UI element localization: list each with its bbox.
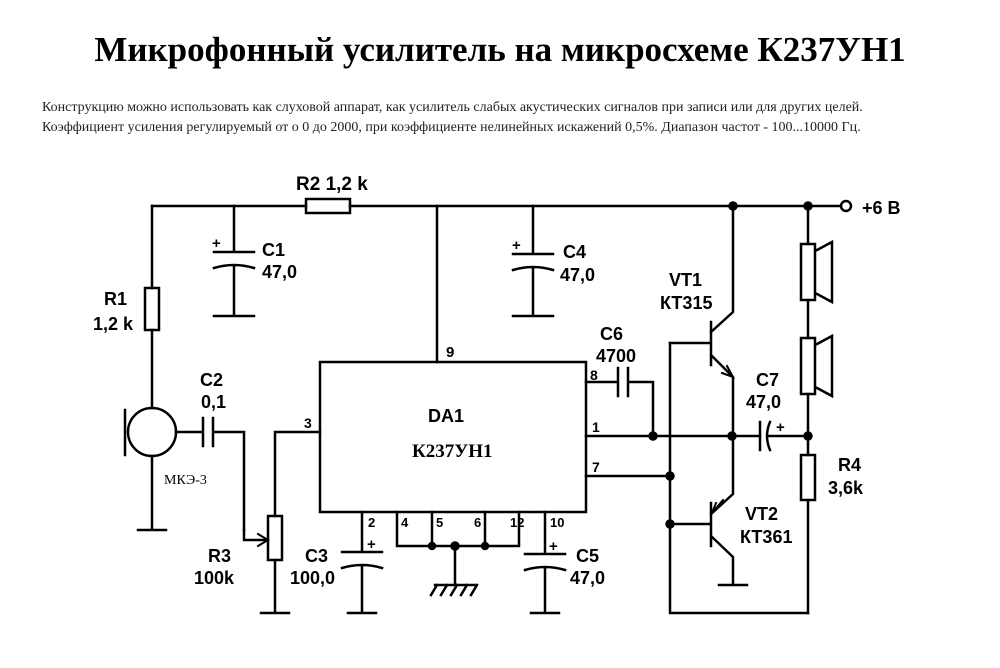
- description-line-2: Коэффициент усиления регулируемый от о 0…: [42, 120, 861, 135]
- c1-plus: +: [212, 235, 221, 252]
- r1-ref: R1: [104, 289, 127, 309]
- junction: [450, 541, 460, 551]
- r3-ref: R3: [208, 546, 231, 566]
- r4-ref: R4: [838, 455, 861, 475]
- c5-value: 47,0: [570, 568, 605, 588]
- transistor-vt1: [668, 204, 735, 438]
- description: Конструкцию можно использовать как слухо…: [42, 98, 982, 138]
- vt1-emitter-arrow: [720, 364, 736, 379]
- pin5-label: 5: [436, 515, 443, 530]
- r4-value: 3,6k: [828, 478, 864, 498]
- microphone: [126, 406, 178, 458]
- r2-label: R2 1,2 k: [296, 174, 368, 195]
- ic-type: К237УН1: [412, 441, 493, 462]
- supply-label: +6 В: [862, 198, 901, 218]
- pin2-label: 2: [368, 515, 375, 530]
- resistor-r2: [304, 197, 352, 215]
- wire-pin3: [273, 430, 322, 518]
- resistor-r1: [143, 286, 161, 332]
- pin1-label: 1: [592, 419, 600, 435]
- junction: [648, 431, 658, 441]
- vt1-ref: VT1: [669, 270, 702, 290]
- capacitor-c7: [758, 420, 810, 452]
- c5-ref: C5: [576, 546, 599, 566]
- junction: [665, 519, 675, 529]
- ic-da1: [318, 360, 588, 514]
- vt2-ref: VT2: [745, 504, 778, 524]
- c5-plus: +: [549, 538, 558, 555]
- wire-mic-ground: [136, 454, 168, 532]
- c7-plus: +: [776, 419, 785, 436]
- capacitor-c1: [212, 204, 256, 318]
- c3-plus: +: [367, 536, 376, 553]
- base-bus: [668, 341, 810, 615]
- supply-terminal: [839, 199, 853, 213]
- c1-ref: C1: [262, 240, 285, 260]
- junction: [803, 201, 813, 211]
- junction: [803, 431, 813, 441]
- headphone-1: [799, 242, 817, 302]
- capacitor-c2: [174, 416, 246, 532]
- pin12-label: 12: [510, 515, 524, 530]
- pin8-label: 8: [590, 367, 598, 383]
- c3-value: 100,0: [290, 568, 335, 588]
- pin3-label: 3: [304, 415, 312, 431]
- chassis-ground: [429, 583, 479, 597]
- junction: [427, 541, 437, 551]
- c2-value: 0,1: [201, 392, 226, 412]
- wire-r3-ground: [259, 558, 291, 615]
- resistor-r4: [799, 453, 817, 502]
- headphone-1-cup: [815, 239, 834, 305]
- pin6-label: 6: [474, 515, 481, 530]
- r3-wiper: [242, 528, 268, 542]
- pin4-label: 4: [401, 515, 409, 530]
- c6-value: 4700: [596, 346, 636, 366]
- c1-value: 47,0: [262, 262, 297, 282]
- pin7-label: 7: [592, 459, 600, 475]
- resistor-r3: [266, 514, 284, 562]
- vt1-type: КТ315: [660, 293, 712, 313]
- c4-plus: +: [512, 237, 521, 254]
- pin9-label: 9: [446, 344, 454, 361]
- headphone-2: [799, 336, 817, 396]
- transistor-vt2: [668, 434, 749, 587]
- r3-arrow: [256, 532, 270, 548]
- junction: [728, 201, 738, 211]
- capacitor-c3: [340, 510, 384, 615]
- capacitor-c6: [584, 366, 655, 438]
- page-title: Микрофонный усилитель на микросхеме К237…: [94, 30, 906, 69]
- headphone-2-cup: [815, 333, 834, 399]
- description-line-1: Конструкцию можно использовать как слухо…: [42, 100, 863, 115]
- c7-ref: C7: [756, 370, 779, 390]
- c6-ref: C6: [600, 324, 623, 344]
- c3-ref: C3: [305, 546, 328, 566]
- capacitor-c5: [523, 510, 567, 615]
- r3-value: 100k: [194, 568, 235, 588]
- c7-value: 47,0: [746, 392, 781, 412]
- vt2-type: КТ361: [740, 527, 792, 547]
- junction: [480, 541, 490, 551]
- mic-label: МКЭ-3: [164, 473, 207, 488]
- ic-ref: DA1: [428, 406, 464, 426]
- c4-ref: C4: [563, 242, 586, 262]
- c2-ref: C2: [200, 370, 223, 390]
- c4-value: 47,0: [560, 265, 595, 285]
- capacitor-c4: [511, 204, 555, 318]
- vt2-emitter-arrow: [710, 498, 725, 515]
- r1-value: 1,2 k: [93, 314, 134, 334]
- pin10-label: 10: [550, 515, 564, 530]
